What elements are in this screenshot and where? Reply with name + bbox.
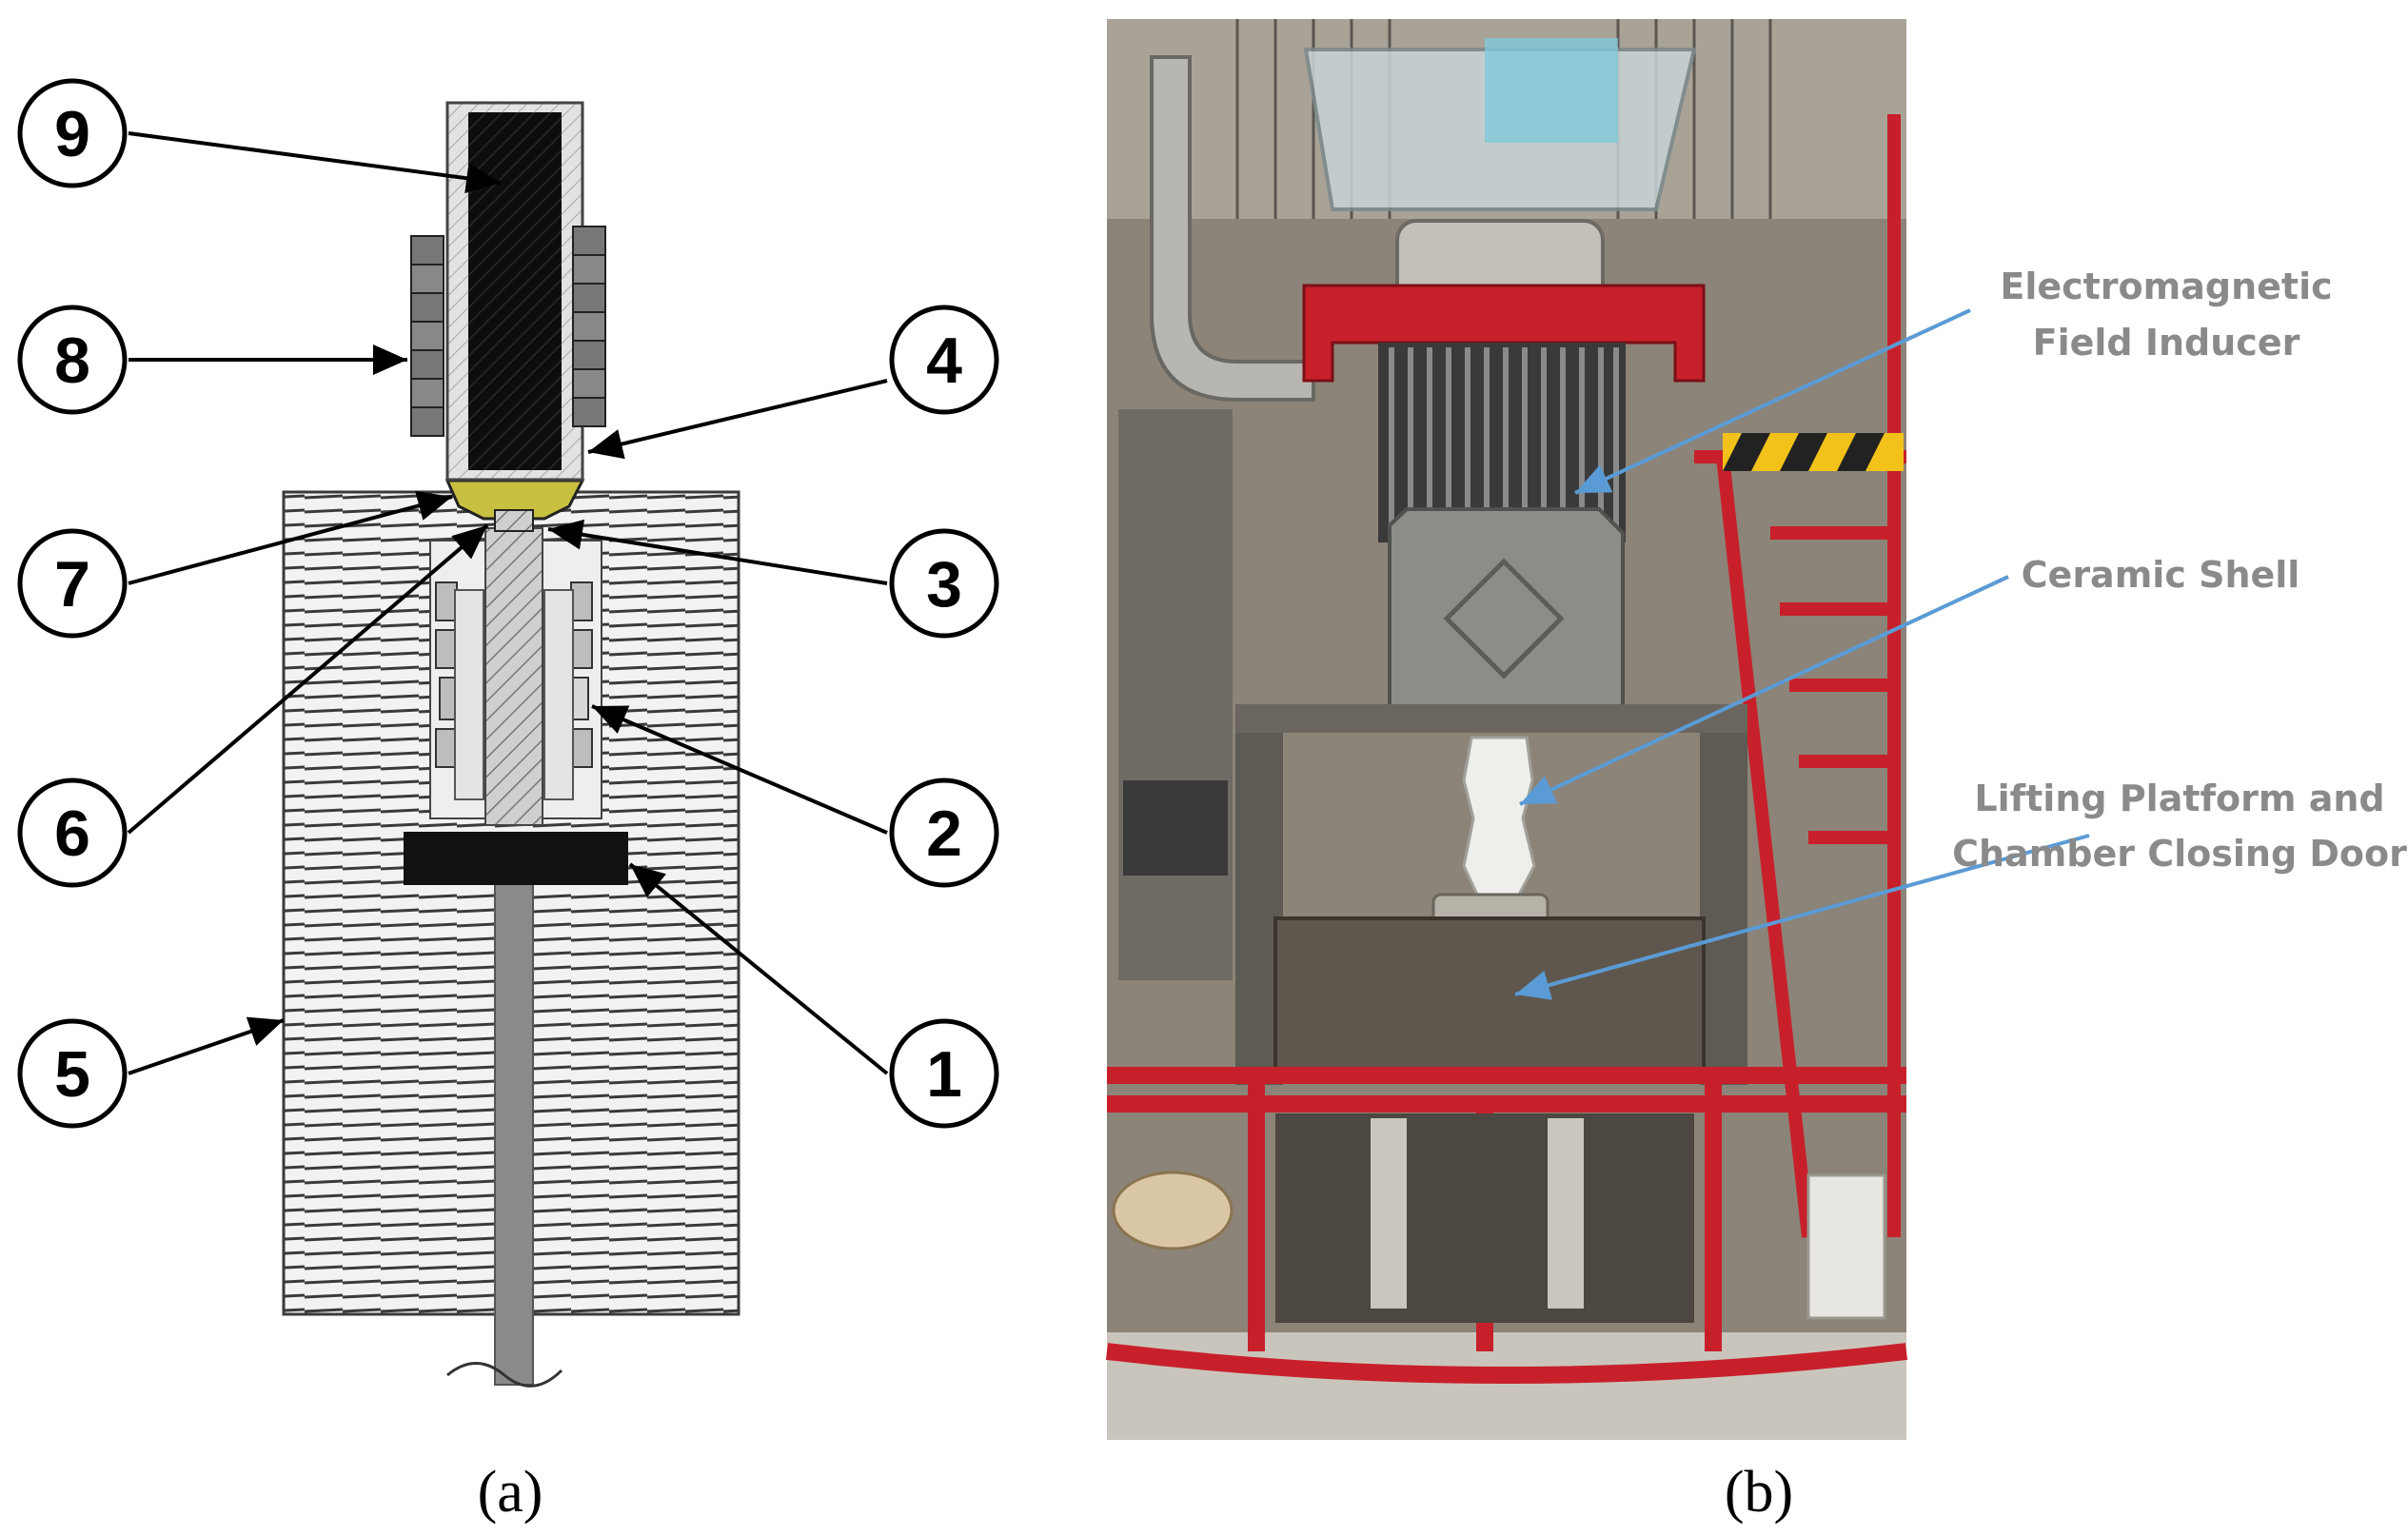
lower-actuator-area	[1275, 1113, 1694, 1323]
platform-label-line1: Lifting Platform and	[1974, 778, 2384, 819]
glass-panel	[1485, 38, 1618, 143]
part-5-callout: 5	[17, 1018, 128, 1129]
hazard-stripe-marks	[1723, 433, 1885, 471]
motor-box	[1123, 780, 1228, 876]
floor	[1107, 1332, 1906, 1440]
junction-box	[1388, 507, 1625, 720]
left-machinery	[1118, 409, 1233, 980]
part-6-number: 6	[54, 798, 90, 870]
support-block	[404, 832, 628, 885]
ceramic-shell-right	[543, 581, 593, 800]
part-3-callout: 3	[889, 528, 999, 639]
actuator-right	[1548, 1118, 1584, 1309]
frame-top-bar	[1235, 704, 1747, 733]
part-2-callout: 2	[889, 778, 999, 888]
part-7-callout: 7	[17, 528, 128, 639]
part-5-number: 5	[54, 1038, 90, 1111]
part-4-number: 4	[926, 325, 962, 397]
callout-arrows	[1514, 308, 2090, 1000]
part-7-number: 7	[54, 548, 90, 620]
part-4-callout: 4	[889, 305, 999, 415]
metal-charge	[468, 112, 562, 470]
inducer-fins	[1389, 347, 1619, 533]
shaft-break-line	[446, 1362, 563, 1388]
part-8-callout: 8	[17, 305, 128, 415]
part-6-callout: 6	[17, 778, 128, 888]
exhaust-pipe	[1150, 55, 1315, 402]
red-flange	[1302, 284, 1706, 383]
part-9-number: 9	[54, 98, 90, 170]
red-base-frame	[1105, 1067, 1908, 1384]
mould-rod	[484, 527, 543, 826]
inducer-label-line2: Field Inducer	[2033, 322, 2300, 364]
shell-label: Ceramic Shell	[2022, 554, 2300, 596]
panel-b-label: (b)	[1725, 1460, 1793, 1525]
wooden-spool	[1112, 1171, 1234, 1250]
seal-plug	[494, 509, 534, 532]
part-1-callout: 1	[889, 1018, 999, 1129]
photo-panel: Electromagnetic Field Inducer Ceramic Sh…	[1105, 19, 2407, 1525]
part-1-number: 1	[926, 1038, 962, 1111]
frame-post-right	[1700, 704, 1747, 1085]
magnet-stack-right	[572, 226, 606, 427]
part-8-number: 8	[54, 325, 90, 397]
part-9-callout: 9	[17, 78, 128, 188]
leader-lines	[127, 131, 889, 1075]
lifting-platform	[1273, 916, 1706, 1073]
platform-label-line2: Chamber Closing Door	[1952, 833, 2407, 875]
part-3-number: 3	[926, 548, 962, 620]
magnet-stack-left	[410, 235, 444, 437]
panel-a-label: (a)	[478, 1460, 543, 1525]
support-shaft	[494, 879, 534, 1386]
ceramic-shell-left	[435, 581, 484, 800]
part-2-number: 2	[926, 798, 962, 870]
box-logo	[1443, 558, 1565, 679]
actuator-left	[1371, 1118, 1407, 1309]
white-bucket	[1806, 1173, 1886, 1320]
schematic-panel: 9 8 4 7 3 6 2 5	[17, 78, 999, 1525]
ceramic-shell-photo	[1462, 736, 1536, 896]
inducer-label-line1: Electromagnetic	[2000, 266, 2332, 307]
